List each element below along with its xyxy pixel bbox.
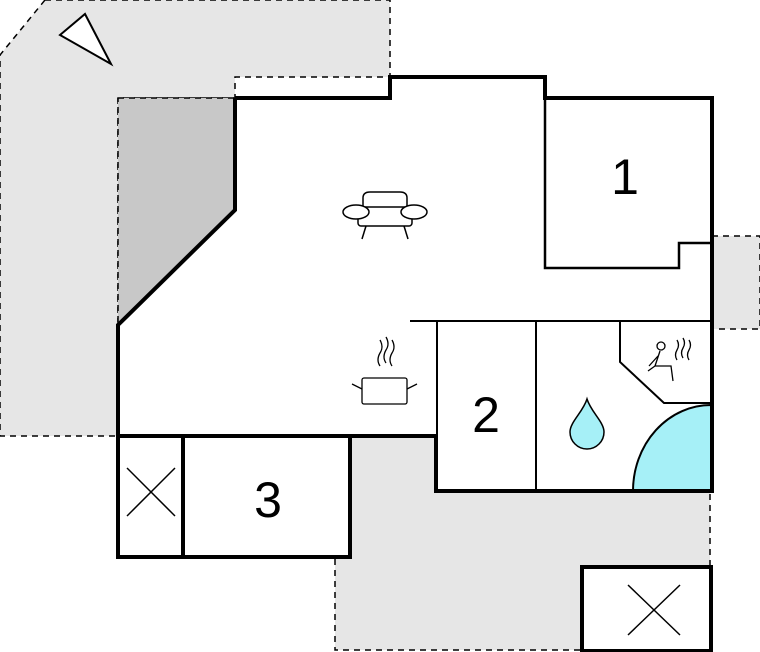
water-drop-icon <box>569 396 605 450</box>
room-2-label: 2 <box>472 387 500 443</box>
room-1-label: 1 <box>611 149 639 205</box>
sofa-icon <box>342 191 428 240</box>
room-1-wall <box>543 98 712 270</box>
room-3-label: 3 <box>254 472 282 528</box>
sauna-icon <box>647 337 692 382</box>
interior-walls <box>410 320 712 491</box>
storage-left <box>116 434 185 559</box>
pool <box>631 403 712 492</box>
window-cross-icon <box>627 584 681 636</box>
cooking-pot-icon <box>351 336 418 405</box>
window-cross-icon <box>126 467 176 517</box>
exterior-wall <box>116 75 714 493</box>
terrace-left <box>0 0 391 437</box>
covered-area <box>117 97 236 327</box>
outbuilding <box>580 565 713 652</box>
terrace-right <box>711 235 760 330</box>
house-interior <box>118 77 712 491</box>
north-arrow-icon <box>58 12 114 67</box>
